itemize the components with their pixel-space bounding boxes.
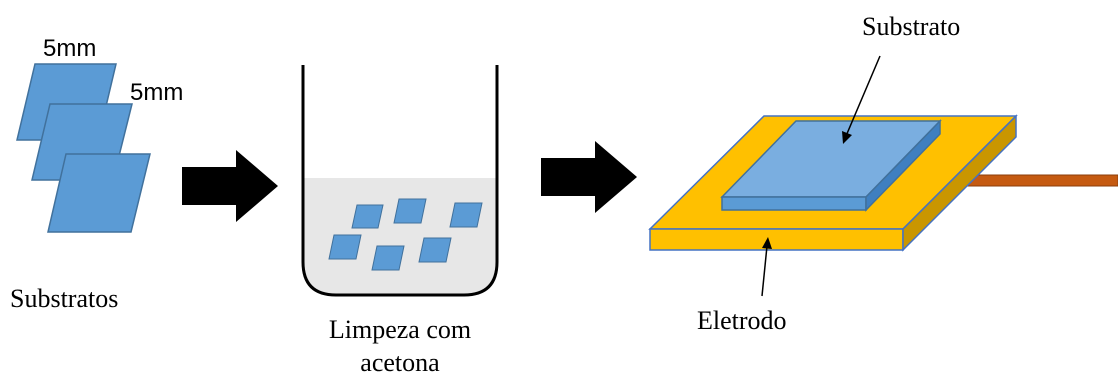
right-arrow-icon bbox=[541, 141, 637, 213]
substrate-stack bbox=[16, 63, 151, 233]
electrode-front-face bbox=[649, 228, 904, 251]
electrode-label: Eletrodo bbox=[697, 306, 787, 335]
electrode-pointer bbox=[761, 237, 772, 297]
beaker bbox=[301, 65, 499, 297]
beaker-substrate-4 bbox=[328, 234, 362, 260]
beaker-substrate-1 bbox=[351, 204, 384, 229]
substrate-square-3 bbox=[47, 153, 151, 233]
right-arrow-icon bbox=[182, 150, 278, 222]
substrate-on-electrode bbox=[720, 119, 942, 212]
substrate-pointer bbox=[842, 55, 881, 144]
cleaning-caption-line1: Limpeza com bbox=[329, 315, 471, 344]
dimension-label-side: 5mm bbox=[130, 79, 183, 106]
beaker-substrate-6 bbox=[418, 237, 452, 263]
beaker-substrate-3 bbox=[449, 202, 483, 228]
substrate-side-face bbox=[865, 119, 941, 212]
beaker-substrate-2 bbox=[393, 198, 427, 224]
dimension-label-top: 5mm bbox=[43, 35, 96, 62]
beaker-liquid bbox=[303, 178, 497, 295]
substrate-label: Substrato bbox=[862, 12, 960, 41]
beaker-substrate-5 bbox=[371, 245, 405, 271]
substrate-front-face bbox=[721, 196, 867, 211]
electrode-side-face bbox=[902, 114, 1017, 252]
substrates-caption: Substratos bbox=[10, 284, 118, 313]
cleaning-caption-line2: acetona bbox=[360, 348, 440, 377]
beaker-outline bbox=[301, 65, 499, 297]
